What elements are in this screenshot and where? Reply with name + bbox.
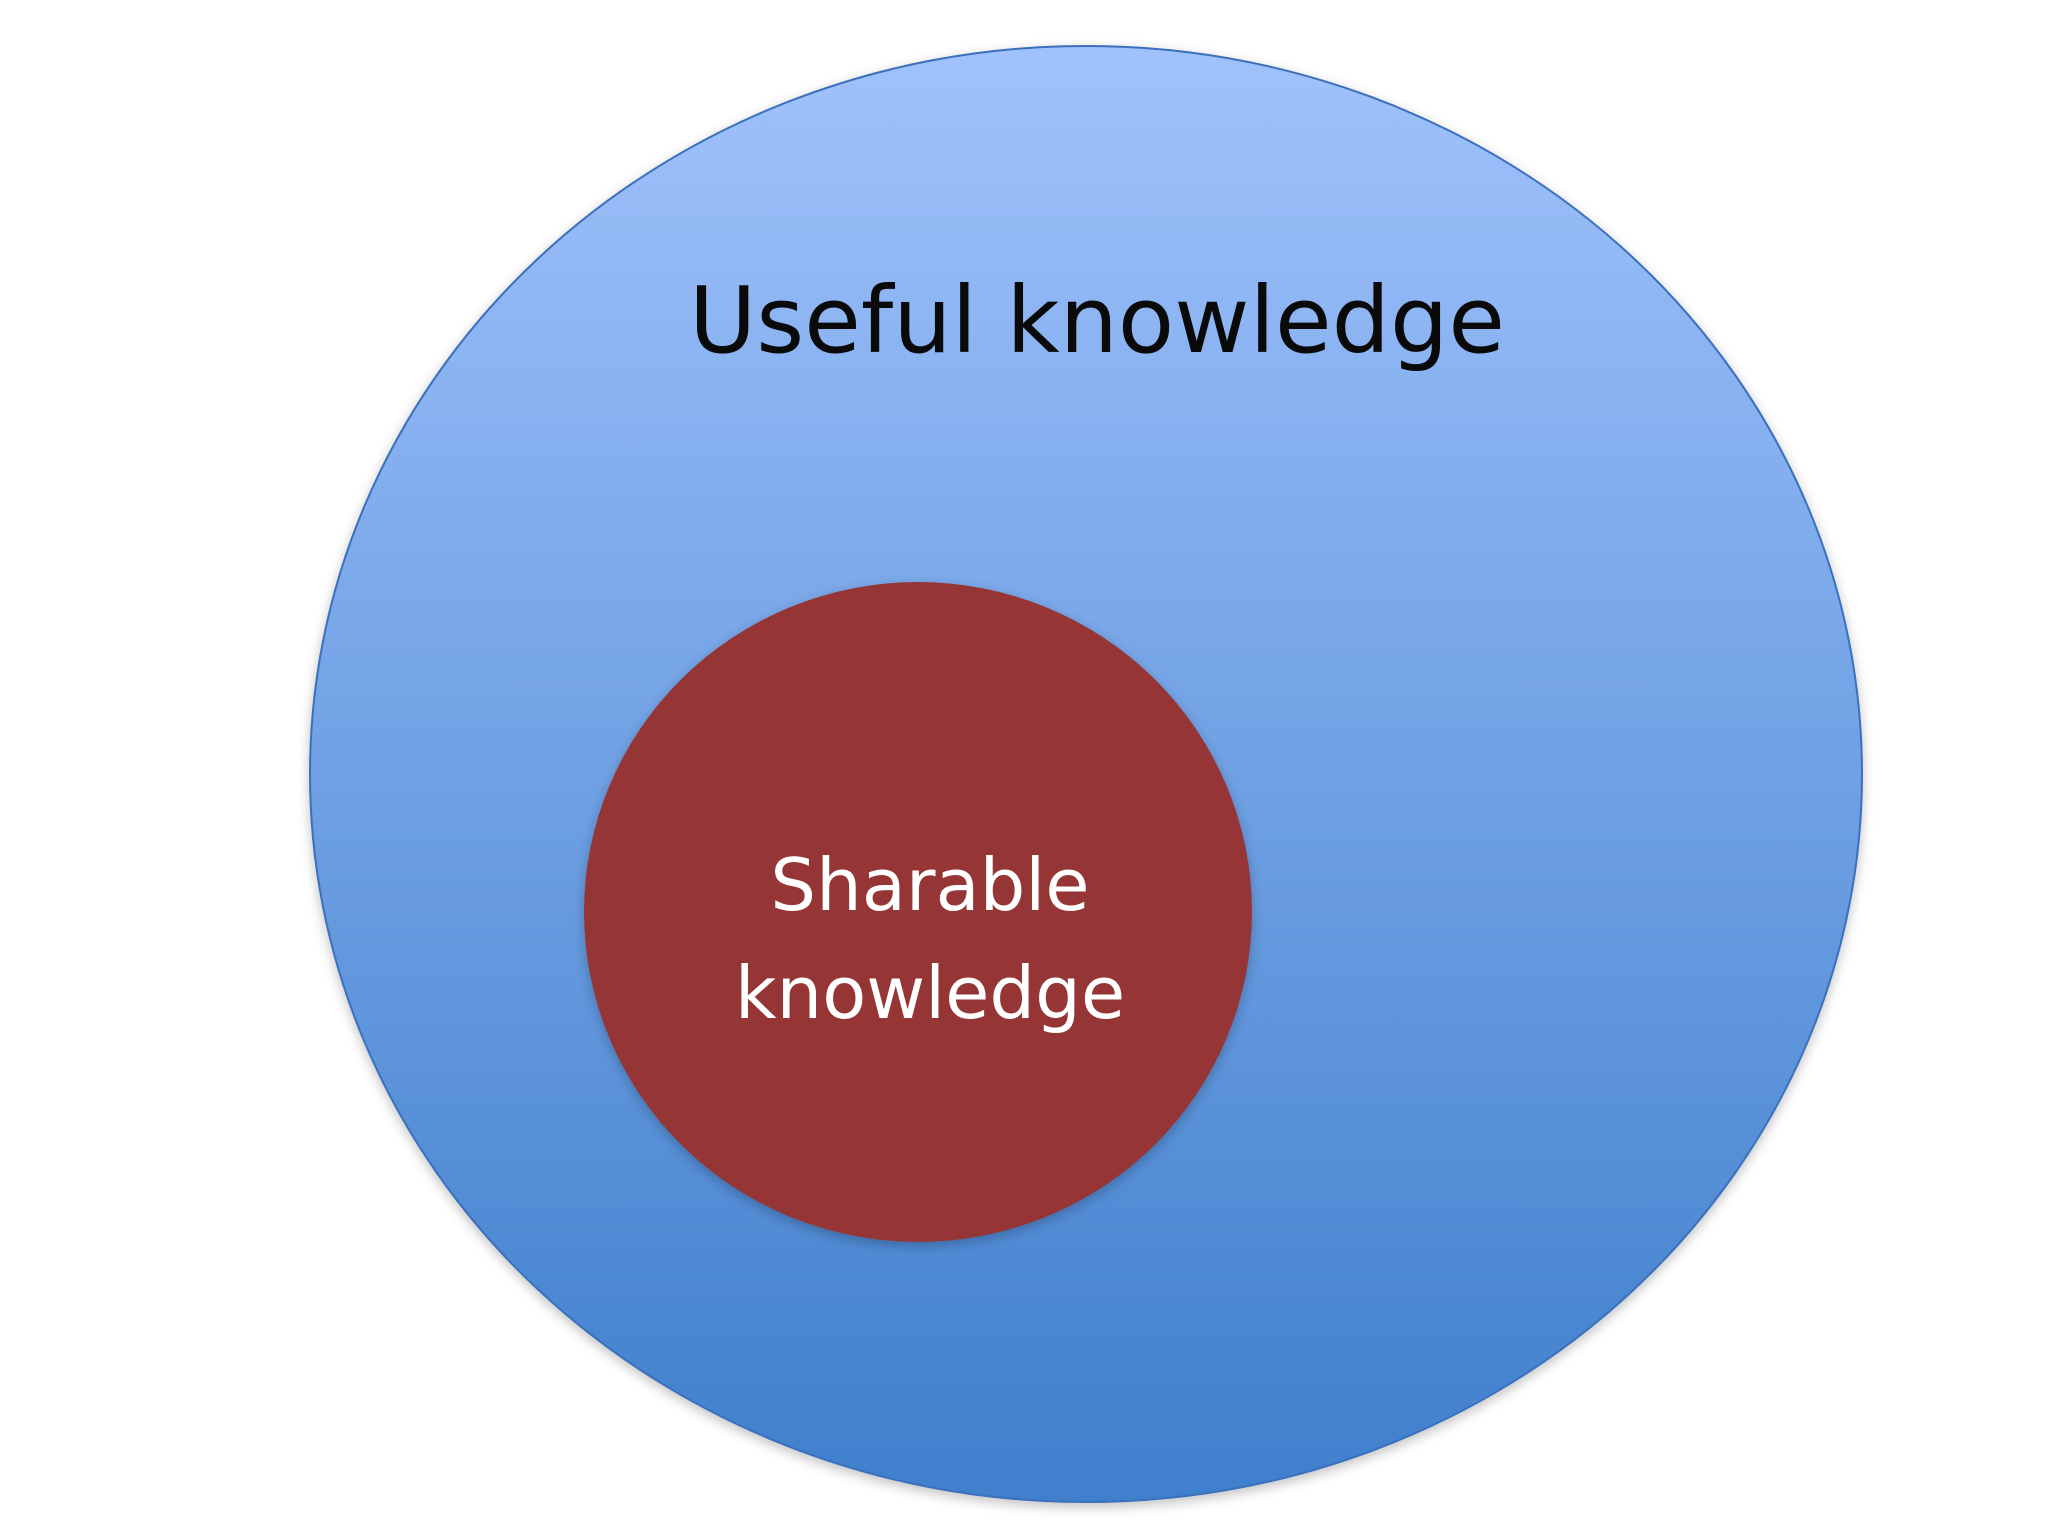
inner-circle-label-line1: Sharable [770, 843, 1089, 927]
inner-circle-sharable-knowledge [584, 582, 1252, 1242]
outer-circle-label: Useful knowledge [689, 267, 1505, 374]
inner-circle-label-line2: knowledge [735, 951, 1125, 1035]
